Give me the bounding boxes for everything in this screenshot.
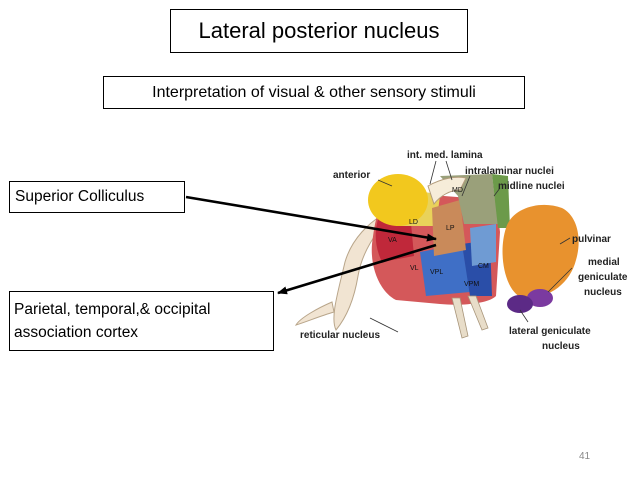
vl-label: VL [410,265,419,272]
vpl-label: VPL [430,269,443,276]
vpm-label: VPM [464,281,479,288]
lateral-geniculate-label-1: lateral geniculate [509,326,591,337]
intralaminar-leader-line [461,175,471,197]
medial-geniculate-leader-line [547,267,573,293]
midline-shape [492,174,510,228]
ld-label: LD [409,219,418,226]
lp-label: LP [446,225,455,232]
superior-colliculus-callout: Superior Colliculus [9,181,185,213]
page-number: 41 [579,451,591,462]
stalk-shape-2 [467,295,489,331]
lateral-geniculate-label-2: nucleus [542,341,580,352]
association-cortex-text-line2: association cortex [14,324,139,341]
superior-colliculus-text: Superior Colliculus [15,188,145,205]
reticular-nucleus-lower [294,301,335,326]
page-title: Lateral posterior nucleus [198,18,440,43]
association-cortex-callout: Parietal, temporal,& occipital associati… [9,291,274,351]
medial-geniculate-label-2: geniculate [578,272,628,283]
title-box: Lateral posterior nucleus [170,9,468,53]
int-med-lamina-label: int. med. lamina [407,150,483,161]
midline-nuclei-label: midline nuclei [498,181,565,192]
lateral-geniculate-shape [507,295,533,313]
md-label: MD [452,187,463,194]
midline-leader-line [493,187,501,197]
cortex-arrow [277,243,437,295]
subtitle-text: Interpretation of visual & other sensory… [152,84,476,101]
subtitle-box: Interpretation of visual & other sensory… [103,76,525,109]
medial-geniculate-shape [527,289,553,307]
pulvinar-label: pulvinar [572,234,611,245]
va-label: VA [388,237,397,244]
lamina-leader-line-2 [445,160,453,181]
int-med-lamina-shape [427,176,467,206]
intralaminar-nuclei-label: intralaminar nuclei [465,166,554,177]
cm-label: CM [478,263,489,270]
cm-shape [470,224,496,266]
lamina-leader-line [429,160,437,185]
medial-geniculate-label-1: medial [588,257,620,268]
pulvinar-leader-line [559,237,571,245]
anterior-label: anterior [333,170,370,181]
reticular-nucleus-shape [333,213,389,331]
medial-geniculate-label-3: nucleus [584,287,622,298]
superior-colliculus-arrow [185,195,437,242]
lateral-geniculate-leader-line [519,309,529,323]
reticular-nucleus-label: reticular nucleus [300,330,380,341]
reticular-leader-line [369,317,399,333]
association-cortex-text-line1: Parietal, temporal,& occipital [14,301,211,318]
pulvinar-shape [502,204,579,299]
vpl-shape [420,244,470,296]
lp-shape [432,200,466,256]
anterior-leader-line [377,179,393,187]
anterior-nucleus-shape [368,174,428,226]
stalk-shape [451,297,469,339]
